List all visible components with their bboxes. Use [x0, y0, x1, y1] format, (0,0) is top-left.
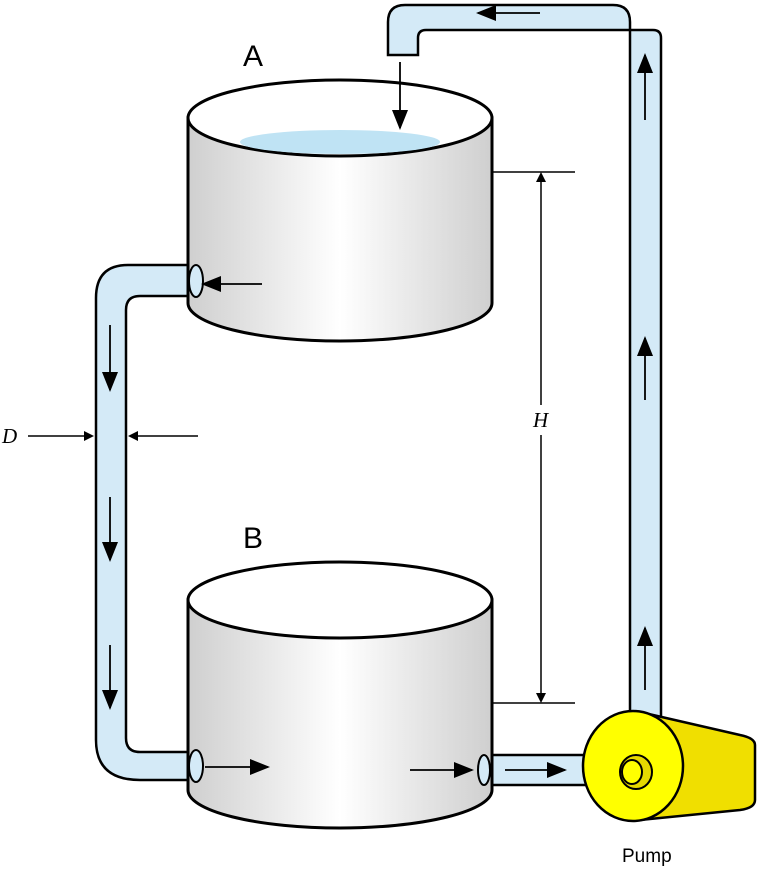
pipe-mouth-a [188, 264, 204, 298]
tank-b [186, 560, 494, 830]
tank-a [186, 78, 494, 343]
pipe-mouth-b-inlet [188, 749, 204, 783]
height-label: H [532, 408, 550, 432]
water-surface [240, 130, 440, 154]
tank-a-label: A [243, 40, 263, 73]
pipe-mouth-b-outlet [477, 754, 491, 786]
pump-icon [581, 709, 757, 823]
pump-label: Pump [622, 846, 672, 867]
tank-b-label: B [243, 522, 263, 555]
diameter-label: D [1, 424, 17, 448]
height-dimension [492, 171, 575, 704]
flow-arrows [102, 5, 653, 778]
return-pipe [386, 3, 663, 724]
